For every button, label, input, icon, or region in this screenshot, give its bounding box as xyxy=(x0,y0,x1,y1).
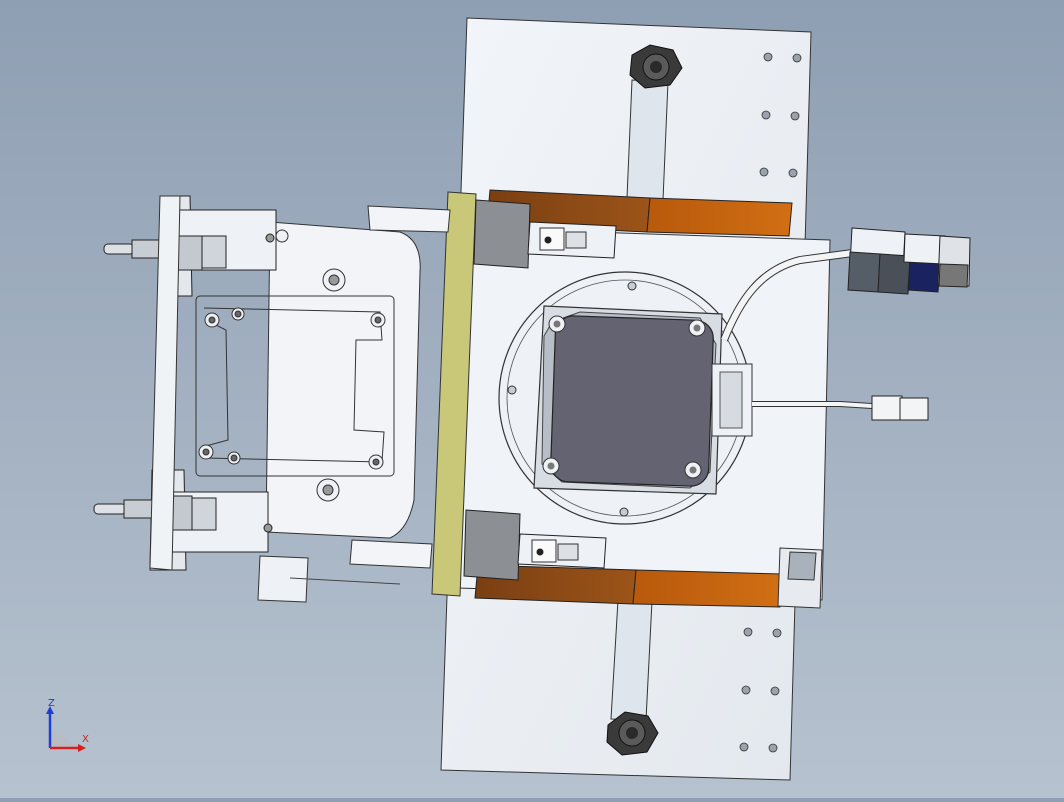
motor-housing[interactable] xyxy=(533,305,723,495)
motor-face xyxy=(550,315,714,487)
axis-z-label: Z xyxy=(48,698,55,709)
right-side-bracket xyxy=(777,547,823,609)
axis-x-label: X xyxy=(82,734,89,745)
cable-plug-lower[interactable] xyxy=(871,395,929,421)
bottom-nut[interactable] xyxy=(606,711,659,756)
motor-connector[interactable] xyxy=(711,363,753,437)
top-nut[interactable] xyxy=(629,44,683,89)
cable-upper xyxy=(720,248,861,342)
gripper-frame[interactable] xyxy=(265,205,451,569)
sensor-top[interactable] xyxy=(473,199,617,269)
side-plate-left xyxy=(149,195,181,571)
triad-axes-icon xyxy=(46,706,86,752)
mounting-holes-bottom xyxy=(739,627,782,753)
mounting-holes-top xyxy=(759,52,802,178)
gripper-bottom-tab xyxy=(257,555,401,603)
slot-bottom xyxy=(610,599,653,721)
yellow-guide-bar[interactable] xyxy=(431,191,477,597)
gripper-holes xyxy=(198,229,386,502)
sensor-bottom[interactable] xyxy=(463,509,607,581)
coordinate-triad: Z X xyxy=(36,694,96,764)
cable-lower xyxy=(752,401,873,409)
slot-top xyxy=(626,79,669,201)
cable-plug-upper[interactable] xyxy=(847,227,971,295)
